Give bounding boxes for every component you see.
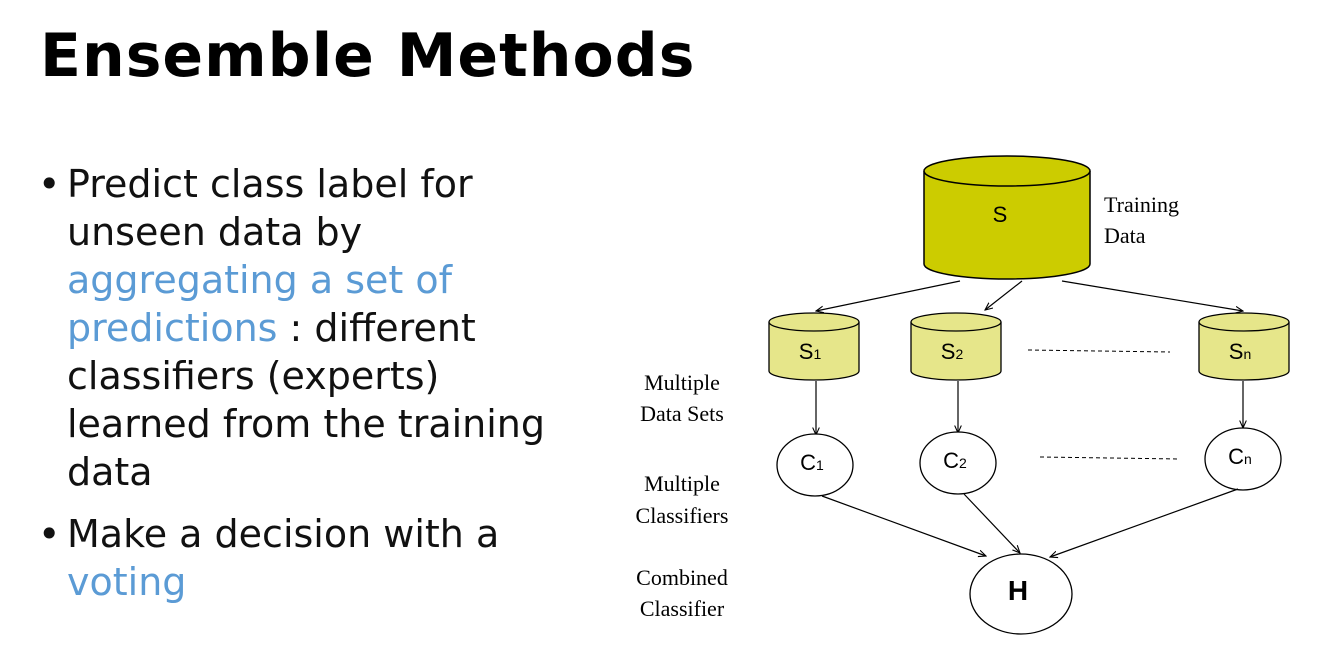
classifier-circle-n: Cn bbox=[1204, 427, 1282, 491]
arrow bbox=[1050, 488, 1239, 557]
ellipsis-dashes bbox=[1039, 456, 1181, 460]
training-data-label: S bbox=[993, 202, 1008, 227]
classifier-label: C2 bbox=[943, 448, 967, 473]
dataset-label: Sn bbox=[1229, 339, 1251, 364]
bullet-item: • Make a decision with a voting bbox=[36, 510, 556, 606]
classifier-label: C1 bbox=[800, 450, 824, 475]
classifier-circle-1: C1 bbox=[776, 433, 854, 497]
arrow bbox=[963, 493, 1020, 553]
bullet-highlight: voting bbox=[67, 560, 187, 604]
bullet-dot: • bbox=[38, 162, 61, 206]
combined-label: H bbox=[1008, 575, 1028, 606]
combined-classifier-circle: H bbox=[969, 553, 1073, 635]
training-arrows bbox=[816, 381, 1243, 435]
training-data-caption: Data bbox=[1104, 223, 1146, 248]
datasets-caption: Data Sets bbox=[640, 401, 724, 426]
bullet-list: • Predict class label for unseen data by… bbox=[36, 160, 556, 620]
dataset-label: S2 bbox=[941, 339, 964, 364]
bullet-item: • Predict class label for unseen data by… bbox=[36, 160, 556, 496]
combine-arrows bbox=[821, 488, 1239, 557]
datasets-caption: Multiple bbox=[644, 370, 720, 395]
training-data-cylinder: S bbox=[923, 155, 1091, 280]
ellipsis-dashes bbox=[1027, 349, 1171, 353]
sampling-arrows bbox=[816, 280, 1243, 311]
dataset-label: S1 bbox=[799, 339, 822, 364]
training-data-caption: Training bbox=[1104, 192, 1179, 217]
bullet-highlight: aggregating a set of predictions bbox=[67, 258, 452, 350]
bullet-text: Predict class label for unseen data by bbox=[67, 162, 473, 254]
dataset-cylinder-1: S1 bbox=[768, 312, 860, 381]
classifier-circle-2: C2 bbox=[919, 431, 997, 495]
arrow bbox=[821, 495, 986, 556]
arrow bbox=[816, 280, 961, 311]
classifiers-caption: Classifiers bbox=[636, 503, 729, 528]
bullet-text: Make a decision with a bbox=[67, 512, 500, 556]
arrow bbox=[985, 280, 1023, 310]
combined-caption: Classifier bbox=[640, 596, 725, 621]
dataset-cylinder-2: S2 bbox=[910, 312, 1002, 381]
arrow bbox=[1061, 280, 1243, 311]
combined-caption: Combined bbox=[636, 565, 728, 590]
classifiers-caption: Multiple bbox=[644, 471, 720, 496]
classifier-label: Cn bbox=[1228, 444, 1252, 469]
bullet-text-continued: : different classifiers (experts) learne… bbox=[67, 306, 546, 494]
slide-title: Ensemble Methods bbox=[40, 21, 696, 91]
dataset-cylinder-n: Sn bbox=[1198, 312, 1290, 381]
bullet-dot: • bbox=[38, 512, 61, 556]
